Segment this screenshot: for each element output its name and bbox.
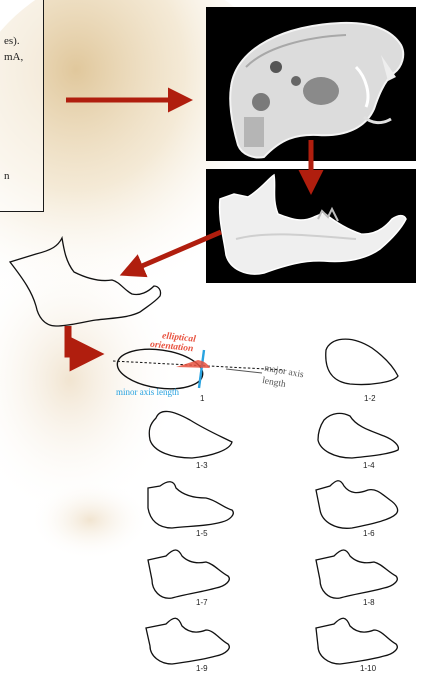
shape-label-1-5: 1-5 <box>196 529 208 538</box>
mandible-outline <box>10 238 161 326</box>
shape-label-1-10: 1-10 <box>360 664 376 673</box>
minor-axis-line <box>199 350 204 388</box>
shape-1-10 <box>316 618 397 664</box>
shape-1-3 <box>149 411 232 458</box>
shape-label-1-2: 1-2 <box>364 394 376 403</box>
major-axis-pointer <box>226 369 262 373</box>
shape-label-1-6: 1-6 <box>363 529 375 538</box>
shape-1-6 <box>316 481 398 529</box>
shape-1-9 <box>146 618 229 664</box>
shape-1-2 <box>326 339 398 384</box>
shape-label-1-8: 1-8 <box>363 598 375 607</box>
shape-label-1-3: 1-3 <box>196 461 208 470</box>
shape-1-7 <box>148 550 229 598</box>
shape-label-1-4: 1-4 <box>363 461 375 470</box>
shape-label-1-9: 1-9 <box>196 664 208 673</box>
shape-label-1-7: 1-7 <box>196 598 208 607</box>
shape-1-4 <box>318 413 398 458</box>
shape-1-8 <box>316 550 397 598</box>
shape-1-5 <box>148 482 233 528</box>
shape-label-1: 1 <box>200 394 204 403</box>
minor-axis-length-label: minor axis length <box>116 387 179 397</box>
arrow-to-outline <box>128 232 221 272</box>
arrow-to-ellipse <box>68 326 92 354</box>
